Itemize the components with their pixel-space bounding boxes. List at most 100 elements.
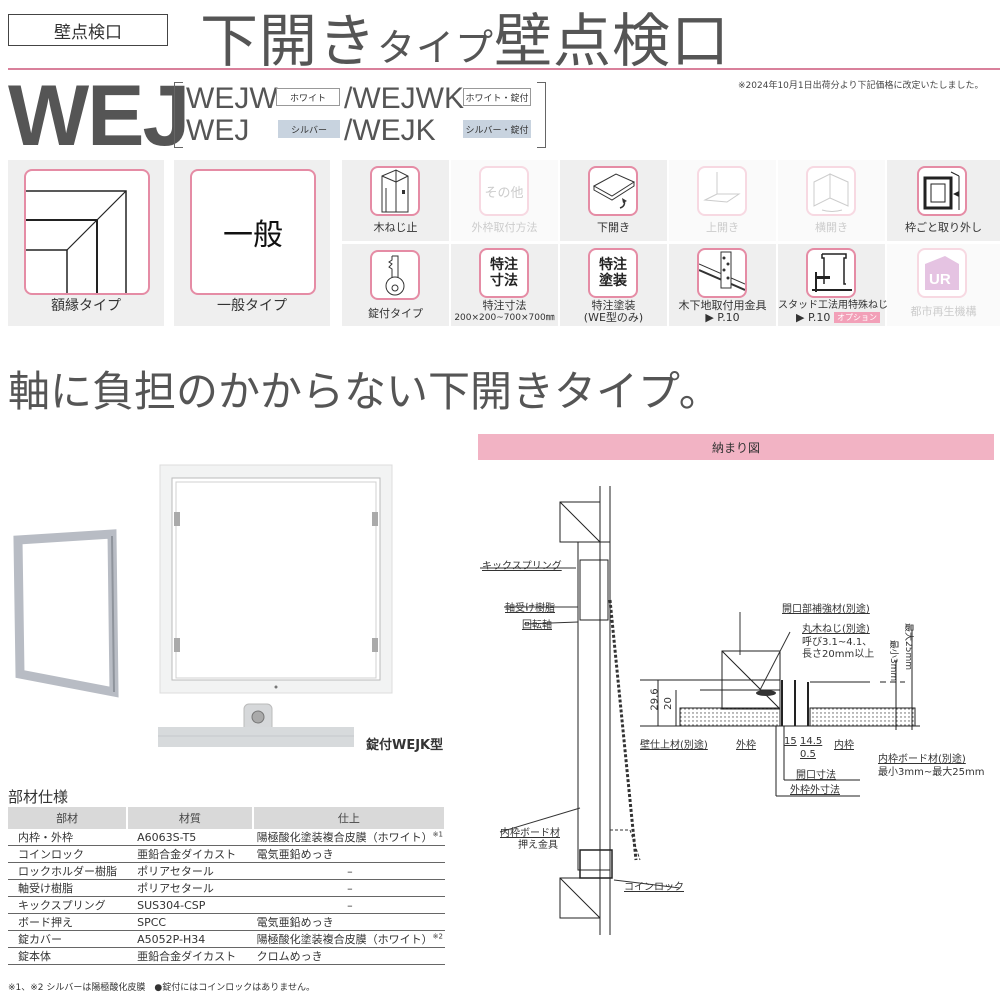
model-code: /WEJWK [344, 82, 464, 115]
cell-finish: 陽極酸化塗装複合皮膜（ホワイト）※1 [252, 829, 445, 846]
cell-part: コインロック [8, 845, 128, 863]
cell-finish: – [252, 862, 445, 880]
label-board-holder-2: 押え金具 [518, 840, 558, 851]
table-row: 錠本体亜鉛合金ダイカストクロムめっき [8, 947, 445, 965]
bracket-right [537, 82, 546, 148]
title-divider [8, 68, 1000, 70]
table-row: コインロック亜鉛合金ダイカスト電気亜鉛めっき [8, 845, 445, 863]
footnote-ref: ※1 [432, 830, 443, 839]
bottom-open-icon [588, 166, 638, 216]
feature-side-open: 横開き [778, 160, 885, 241]
bracket-icon [697, 248, 747, 298]
finish-text: 陽極酸化塗装複合皮膜（ホワイト） [256, 933, 433, 946]
feature-label: 枠ごと取り外し [905, 221, 982, 234]
finish-text: 陽極酸化塗装複合皮膜（ホワイト） [256, 831, 433, 844]
other-icon: その他 [479, 166, 529, 216]
feature-label: 上開き [706, 221, 739, 234]
feature-label: 都市再生機構 [910, 305, 977, 318]
label-board-holder: 内枠ボード材 [500, 828, 560, 839]
color-chip-white: ホワイト [276, 88, 340, 106]
custom-paint-icon: 特注 塗装 [588, 248, 638, 298]
cell-finish: 陽極酸化塗装複合皮膜（ホワイト）※2 [252, 930, 445, 948]
page-ref-link[interactable]: ▶ P.10 [705, 311, 740, 324]
spec-heading: 部材仕様 [8, 788, 69, 806]
cell-part: キックスプリング [8, 896, 128, 914]
feature-label: 下開き [597, 221, 630, 234]
cell-material: 亜鉛合金ダイカスト [127, 947, 253, 965]
feature-ur: UR 都市再生機構 [887, 244, 1000, 326]
column-header: 部材 [8, 807, 129, 829]
dim-29-6: 29.6 [649, 688, 661, 711]
feature-frame-removal: 枠ごと取り外し [887, 160, 1000, 241]
feature-stud-screw: スタッド工法用特殊ねじ ▶ P.10 オプション [778, 244, 888, 326]
page-ref-link[interactable]: ▶ P.10 [796, 311, 831, 324]
label-inner-board: 内枠ボード材(別途) [878, 754, 966, 765]
label-screw-spec: 呼び3.1~4.1、 [802, 637, 873, 648]
model-code: /WEJK [344, 114, 436, 147]
feature-grid: 木ねじ止 その他 外枠取付方法 下開き 上開き 横開き 枠ごと取り外し 錠付タイ… [342, 160, 1000, 326]
dim-max: 最大25mm [903, 623, 913, 670]
top-open-icon [697, 166, 747, 216]
column-header: 仕上 [252, 807, 447, 829]
label-coin-lock: コインロック [624, 882, 684, 893]
label-kick-spring: キックスプリング [482, 561, 562, 572]
feature-label: 木ねじ止 [373, 221, 418, 234]
table-row: ロックホルダー樹脂ポリアセタール– [8, 862, 445, 880]
label-screw: 丸木ねじ(別途) [802, 624, 870, 635]
feature-label: 特注塗装 [591, 299, 636, 312]
photo-caption: 錠付WEJK型 [366, 738, 444, 753]
feature-bottom-open: 下開き [560, 160, 667, 241]
cell-finish: – [252, 896, 445, 914]
cell-material: A5052P-H34 [127, 930, 253, 948]
page-title: 下開きタイプ壁点検口 [200, 0, 730, 78]
title-small: タイプ [377, 26, 495, 70]
label-inner-frame: 内枠 [834, 740, 854, 751]
cell-part: ロックホルダー樹脂 [8, 862, 128, 880]
feature-sub: 200×200~700×700㎜ [454, 313, 555, 323]
key-icon [370, 250, 420, 300]
cell-finish: クロムめっき [252, 947, 445, 965]
cell-part: 錠カバー [8, 930, 128, 948]
cell-material: ポリアセタール [127, 879, 253, 897]
color-chip-silver: シルバー [278, 120, 340, 138]
feature-label: スタッド工法用特殊ねじ [778, 300, 888, 311]
dim-0-5: 0.5 [800, 749, 816, 760]
model-code: WEJ [186, 114, 250, 147]
feature-label: 錠付タイプ [368, 307, 423, 320]
dim-min: 最小3mm [888, 639, 899, 682]
cell-material: 亜鉛合金ダイカスト [127, 845, 253, 863]
stud-screw-icon [806, 248, 856, 298]
label-inner-board-range: 最小3mm~最大25mm [878, 767, 985, 778]
custom-size-icon: 特注 寸法 [479, 248, 529, 298]
cell-part: 軸受け樹脂 [8, 879, 128, 897]
feature-lock-type: 錠付タイプ [342, 244, 449, 326]
cell-material: ポリアセタール [127, 862, 253, 880]
frame-corner-icon [24, 169, 150, 295]
side-open-icon [806, 166, 856, 216]
section-headline: 軸に負担のかからない下開きタイプ。 [8, 367, 721, 416]
feature-wood-bracket: 木下地取付用金具 ▶ P.10 [669, 244, 776, 326]
cell-finish: 電気亜鉛めっき [252, 845, 445, 863]
label-opening-dim: 開口寸法 [796, 770, 836, 781]
color-chip-white-lock: ホワイト・錠付 [463, 88, 531, 106]
feature-custom-paint: 特注 塗装 特注塗装 (WE型のみ) [560, 244, 667, 326]
cell-part: 内枠・外枠 [8, 829, 128, 846]
series-name: WEJ [8, 68, 190, 164]
model-code: WEJW [186, 82, 278, 115]
column-header: 材質 [127, 807, 254, 829]
dim-14-5: 14.5 [800, 736, 823, 747]
title-main: 下開き [200, 7, 378, 75]
cell-material: A6063S-T5 [127, 829, 253, 846]
feature-other-mount: その他 外枠取付方法 [451, 160, 558, 241]
dim-20: 20 [662, 697, 674, 710]
cell-material: SUS304-CSP [127, 896, 253, 914]
feature-label: 横開き [815, 221, 848, 234]
feature-wood-screw: 木ねじ止 [342, 160, 449, 241]
option-badge: オプション [834, 312, 880, 323]
type-label: 額縁タイプ [51, 298, 121, 314]
feature-label: 特注寸法 [482, 299, 527, 312]
cell-finish: – [252, 879, 445, 897]
